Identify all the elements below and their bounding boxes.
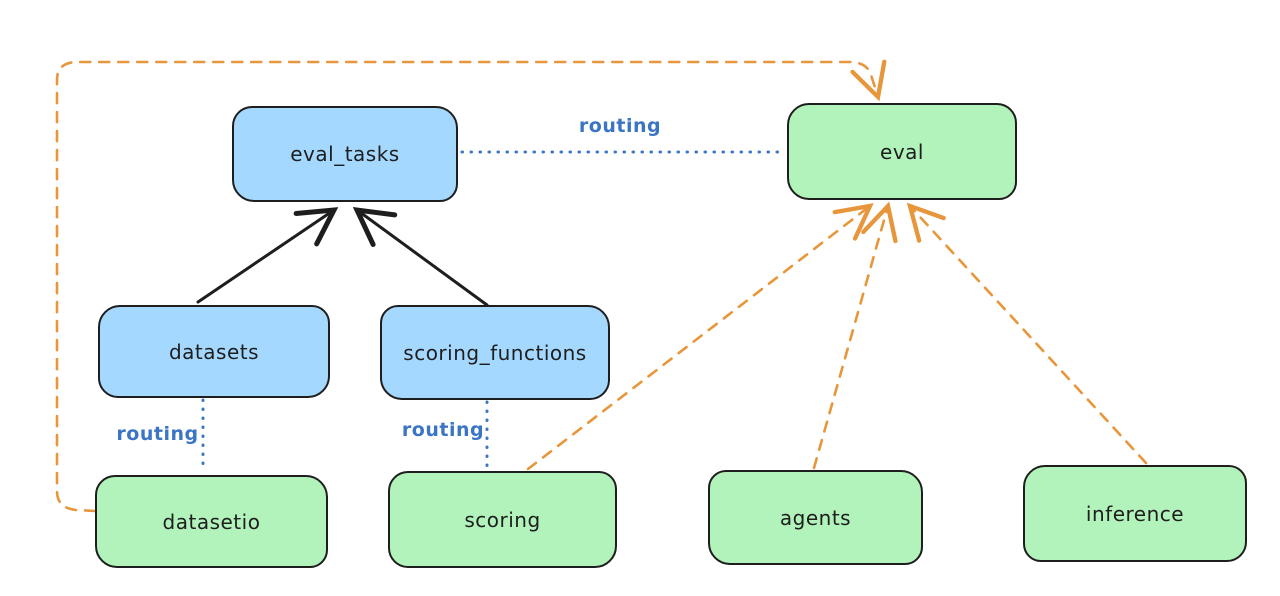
node-datasetio: datasetio xyxy=(95,475,328,568)
node-inference-label: inference xyxy=(1085,501,1185,526)
node-agents-label: agents xyxy=(779,505,852,530)
node-datasetio-label: datasetio xyxy=(162,509,261,534)
node-datasets: datasets xyxy=(98,305,330,398)
edge-agents-to-eval xyxy=(812,201,898,470)
node-scoring: scoring xyxy=(388,471,617,568)
node-scoring-functions: scoring_functions xyxy=(380,305,610,400)
routing-label-eval-tasks-eval: routing xyxy=(578,115,662,137)
node-scoring-label: scoring xyxy=(464,507,541,532)
edge-datasetio-to-eval-loop xyxy=(55,59,887,513)
node-eval-tasks-label: eval_tasks xyxy=(290,142,400,166)
edge-scoring-functions-to-eval-tasks xyxy=(352,206,489,307)
routing-label-scoring-functions-scoring: routing xyxy=(401,419,485,441)
node-eval: eval xyxy=(787,103,1017,200)
node-eval-tasks: eval_tasks xyxy=(232,106,458,202)
edge-datasets-to-eval-tasks xyxy=(196,207,339,304)
node-scoring-functions-label: scoring_functions xyxy=(403,340,587,365)
node-agents: agents xyxy=(708,470,923,565)
edge-inference-to-eval xyxy=(906,202,1148,465)
node-datasets-label: datasets xyxy=(168,339,260,364)
routing-label-datasets-datasetio: routing xyxy=(116,423,199,445)
node-eval-label: eval xyxy=(880,139,924,164)
node-inference: inference xyxy=(1023,465,1247,562)
edge-scoring-to-eval xyxy=(526,203,874,471)
